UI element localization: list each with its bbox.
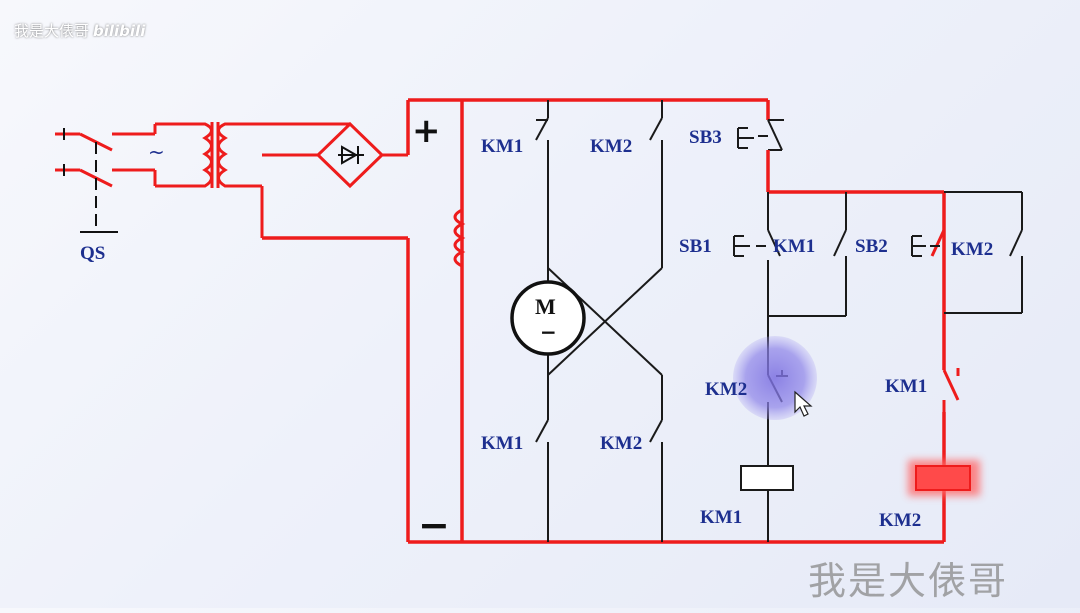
cursor-icon [794, 390, 813, 417]
label-km1-coil: KM1 [700, 507, 743, 528]
label-sb1: SB1 [679, 236, 712, 257]
control-circuit [733, 119, 1023, 542]
label-km1-hold: KM1 [773, 236, 816, 257]
label-km1-interlock: KM1 [885, 376, 928, 397]
ac-symbol: ~ [148, 140, 165, 164]
label-km2-bottom: KM2 [600, 433, 643, 454]
qs-mechanical-link [63, 128, 118, 233]
bilibili-logo: bilibili [93, 22, 146, 40]
minus-terminal: − [418, 503, 450, 547]
label-sb3: SB3 [689, 127, 722, 148]
label-qs: QS [80, 243, 106, 264]
km2-coil [908, 460, 980, 496]
label-km1-top: KM1 [481, 136, 524, 157]
label-km2-coil: KM2 [879, 510, 922, 531]
label-km2-interlock: KM2 [705, 379, 748, 400]
km1-interlock-contact [942, 368, 960, 412]
label-km1-bottom: KM1 [481, 433, 524, 454]
transformer [190, 122, 350, 238]
field-coil [453, 208, 466, 268]
label-sb2: SB2 [855, 236, 888, 257]
qs-switch [55, 122, 190, 188]
motor-dc-symbol: − [540, 320, 557, 344]
bottom-watermark: 我是大俵哥 [808, 559, 1009, 603]
motor-label: M [535, 294, 556, 319]
channel-name: 我是大俵哥 [14, 22, 90, 40]
label-km2-top: KM2 [590, 136, 633, 157]
label-km2-hold: KM2 [951, 239, 994, 260]
plus-terminal: + [412, 111, 441, 151]
rectifier-bridge [262, 121, 408, 189]
dc-bus [262, 98, 946, 544]
motor [510, 280, 586, 356]
